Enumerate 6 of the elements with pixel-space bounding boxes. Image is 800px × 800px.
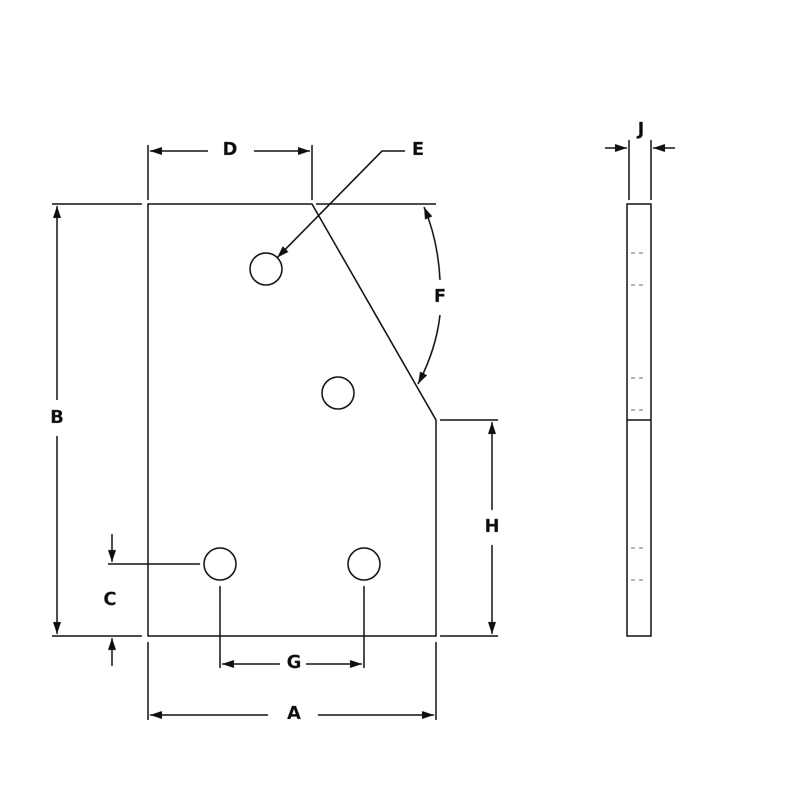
dimension-label: J [636, 120, 646, 140]
leader-line [276, 150, 405, 258]
hole [203, 547, 237, 581]
hole [321, 376, 355, 410]
hole [347, 547, 381, 581]
hole [249, 252, 283, 286]
